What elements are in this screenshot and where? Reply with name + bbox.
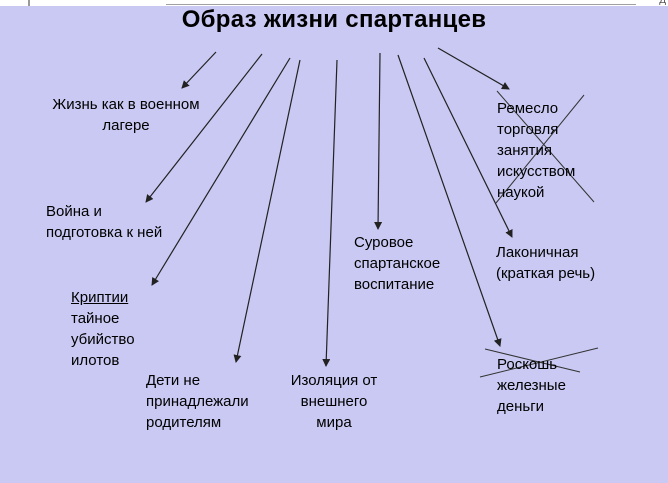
item-line: Суровое <box>354 234 414 251</box>
item-krypteia: Криптии тайное убийство илотов <box>71 287 135 371</box>
item-line: родителям <box>146 414 222 431</box>
item-heading: Криптии <box>71 289 129 306</box>
item-line: Дети не <box>146 372 201 389</box>
item-line: Жизнь как в военном <box>52 96 200 113</box>
item-line: спартанское <box>354 255 441 272</box>
arrow-krypteia <box>151 57 291 286</box>
item-line: лагере <box>102 117 150 134</box>
item-line: железные <box>497 377 566 394</box>
item-line: занятия <box>497 142 552 159</box>
item-laconic: Лаконичная (краткая речь) <box>496 242 595 284</box>
arrow-crafts <box>437 47 510 90</box>
arrow-military-camp <box>181 51 217 89</box>
arrow-laconic <box>423 57 513 238</box>
item-line: искусством <box>497 163 576 180</box>
arrow-isolation <box>322 59 338 367</box>
item-line: тайное <box>71 310 120 327</box>
item-line: Роскошь <box>497 356 558 373</box>
item-line: наукой <box>497 184 545 201</box>
item-line: торговля <box>497 121 559 138</box>
item-line: Изоляция от <box>290 372 378 389</box>
item-line: мира <box>316 414 352 431</box>
item-line: Ремесло <box>497 100 559 117</box>
slide-title: Образ жизни спартанцев <box>181 6 487 33</box>
item-line: Война и <box>46 203 102 220</box>
item-line: подготовка к ней <box>46 224 163 241</box>
item-line: (краткая речь) <box>496 265 596 282</box>
window-corner-text: Д <box>659 0 666 6</box>
item-war: Война и подготовка к ней <box>46 201 162 243</box>
item-military-camp: Жизнь как в военном лагере <box>40 94 212 136</box>
item-upbringing: Суровое спартанское воспитание <box>354 232 440 295</box>
item-line: деньги <box>497 398 545 415</box>
strike-line <box>484 348 581 373</box>
item-children: Дети не принадлежали родителям <box>146 370 249 433</box>
item-line: Лаконичная <box>496 244 579 261</box>
arrow-upbringing <box>374 52 383 230</box>
item-line: убийство <box>71 331 135 348</box>
item-line: принадлежали <box>146 393 249 410</box>
window-frame-edge <box>28 0 30 6</box>
item-crafts: Ремесло торговля занятия искусством наук… <box>497 98 575 203</box>
strike-line <box>495 94 585 204</box>
item-line: внешнего <box>300 393 368 410</box>
item-line: воспитание <box>354 276 435 293</box>
arrow-war <box>145 53 263 203</box>
item-line: илотов <box>71 352 120 369</box>
arrow-children <box>233 59 301 363</box>
window-top-strip <box>0 0 668 6</box>
item-luxury: Роскошь железные деньги <box>497 354 566 417</box>
window-frame-edge <box>166 0 636 5</box>
item-isolation: Изоляция от внешнего мира <box>282 370 386 433</box>
strike-line <box>496 90 595 203</box>
arrow-luxury <box>397 54 502 347</box>
slide-background <box>0 6 668 483</box>
